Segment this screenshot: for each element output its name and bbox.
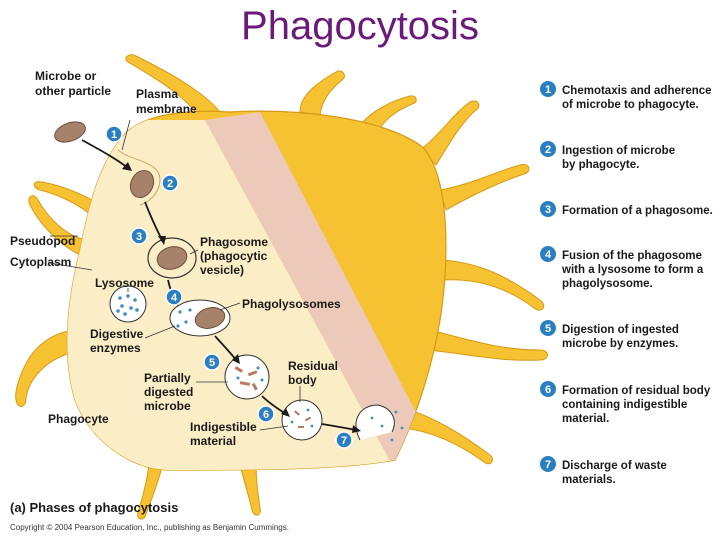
label-phagolysosomes: Phagolysosomes bbox=[242, 297, 341, 311]
svg-text:5: 5 bbox=[545, 323, 551, 335]
label-phagocyte: Phagocyte bbox=[48, 412, 109, 426]
label-partially-3: microbe bbox=[144, 399, 191, 413]
svg-text:material.: material. bbox=[562, 413, 609, 425]
label-microbe: Microbe or bbox=[35, 69, 97, 83]
step-3: 3 Formation of a phagosome. bbox=[540, 201, 713, 217]
svg-text:Discharge of waste: Discharge of waste bbox=[562, 460, 667, 472]
label-cytoplasm: Cytoplasm bbox=[10, 255, 71, 269]
label-residual: Residual bbox=[288, 359, 338, 373]
enzyme-dots bbox=[116, 294, 139, 316]
svg-text:phagolysosome.: phagolysosome. bbox=[562, 278, 653, 290]
svg-text:3: 3 bbox=[545, 204, 551, 216]
label-partially-2: digested bbox=[144, 385, 193, 399]
diagram-labels: Microbe or other particle Plasma membran… bbox=[10, 69, 341, 448]
lysosome bbox=[109, 285, 147, 323]
svg-text:microbe by enzymes.: microbe by enzymes. bbox=[562, 338, 678, 350]
label-residual-2: body bbox=[288, 373, 317, 387]
label-indigestible-2: material bbox=[190, 434, 236, 448]
diagram-badge-3: 3 bbox=[130, 227, 148, 245]
label-pseudopod: Pseudopod bbox=[10, 234, 75, 248]
label-indigestible: Indigestible bbox=[190, 420, 257, 434]
label-plasma-2: membrane bbox=[136, 102, 197, 116]
svg-text:5: 5 bbox=[209, 357, 215, 369]
pseudopods bbox=[15, 54, 548, 520]
svg-text:Ingestion of microbe: Ingestion of microbe bbox=[562, 145, 675, 157]
step-2: 2 Ingestion of microbe by phagocyte. bbox=[540, 141, 675, 171]
svg-text:2: 2 bbox=[545, 144, 551, 156]
step-list: 1 Chemotaxis and adherence of microbe to… bbox=[540, 81, 713, 486]
microbe-ingested bbox=[129, 169, 155, 199]
diagram-badge-5: 5 bbox=[203, 353, 221, 371]
svg-text:7: 7 bbox=[545, 459, 551, 471]
plasma-membrane-indent bbox=[117, 149, 161, 206]
svg-text:3: 3 bbox=[136, 231, 142, 243]
step-5: 5 Digestion of ingested microbe by enzym… bbox=[540, 320, 679, 350]
step-1: 1 Chemotaxis and adherence of microbe to… bbox=[540, 81, 712, 111]
svg-text:materials.: materials. bbox=[562, 474, 616, 486]
step-4: 4 Fusion of the phagosome with a lysosom… bbox=[540, 246, 704, 290]
svg-text:1: 1 bbox=[111, 129, 117, 141]
svg-text:4: 4 bbox=[545, 249, 552, 261]
label-plasma: Plasma bbox=[136, 87, 178, 101]
label-microbe-2: other particle bbox=[35, 84, 111, 98]
diagram-badge-4: 4 bbox=[165, 288, 183, 306]
svg-text:Chemotaxis and adherence: Chemotaxis and adherence bbox=[562, 85, 712, 97]
copyright-text: Copyright © 2004 Pearson Education, Inc.… bbox=[10, 523, 289, 532]
microbe-phagosome bbox=[156, 246, 188, 270]
label-lysosome: Lysosome bbox=[95, 276, 154, 290]
step-7: 7 Discharge of waste materials. bbox=[540, 456, 667, 486]
svg-text:Formation of a phagosome.: Formation of a phagosome. bbox=[562, 205, 713, 217]
diagram-badge-7: 7 bbox=[335, 431, 353, 449]
cutaway-shade bbox=[205, 112, 420, 470]
svg-text:6: 6 bbox=[545, 384, 551, 396]
svg-text:6: 6 bbox=[263, 409, 269, 421]
svg-text:7: 7 bbox=[341, 435, 347, 447]
cytoplasm-cutaway bbox=[67, 120, 395, 470]
svg-text:2: 2 bbox=[167, 178, 173, 190]
label-digestive: Digestive bbox=[90, 327, 144, 341]
svg-text:Digestion of ingested: Digestion of ingested bbox=[562, 324, 679, 336]
microbe-free bbox=[54, 121, 86, 143]
residual-body bbox=[281, 399, 323, 441]
svg-text:of microbe to phagocyte.: of microbe to phagocyte. bbox=[562, 99, 699, 111]
label-phagosome-2: (phagocytic bbox=[200, 249, 268, 263]
partially-digested-vesicle bbox=[224, 354, 270, 400]
label-partially: Partially bbox=[144, 371, 191, 385]
svg-text:by phagocyte.: by phagocyte. bbox=[562, 159, 639, 171]
diagram-badge-6: 6 bbox=[257, 405, 275, 423]
figure-caption: (a) Phases of phagocytosis bbox=[10, 500, 178, 515]
diagram-badge-1: 1 bbox=[105, 125, 123, 143]
step-6: 6 Formation of residual body containing … bbox=[540, 381, 711, 425]
svg-text:Formation of residual body: Formation of residual body bbox=[562, 385, 711, 397]
label-phagosome: Phagosome bbox=[200, 235, 268, 249]
svg-text:containing indigestible: containing indigestible bbox=[562, 399, 687, 411]
phagosome-vesicle bbox=[147, 237, 197, 279]
svg-text:1: 1 bbox=[545, 84, 551, 96]
leader-lines bbox=[49, 119, 301, 431]
diagram-step-badges: 1 2 3 4 5 6 7 bbox=[105, 125, 353, 449]
label-phagosome-3: vesicle) bbox=[200, 263, 244, 277]
diagram-badge-2: 2 bbox=[161, 174, 179, 192]
discharge-vesicle bbox=[355, 404, 395, 441]
page-title: Phagocytosis bbox=[241, 4, 479, 48]
svg-text:Fusion of the phagosome: Fusion of the phagosome bbox=[562, 250, 702, 262]
svg-text:with a lysosome to form a: with a lysosome to form a bbox=[561, 264, 704, 276]
svg-text:4: 4 bbox=[171, 292, 178, 304]
label-digestive-2: enzymes bbox=[90, 341, 141, 355]
